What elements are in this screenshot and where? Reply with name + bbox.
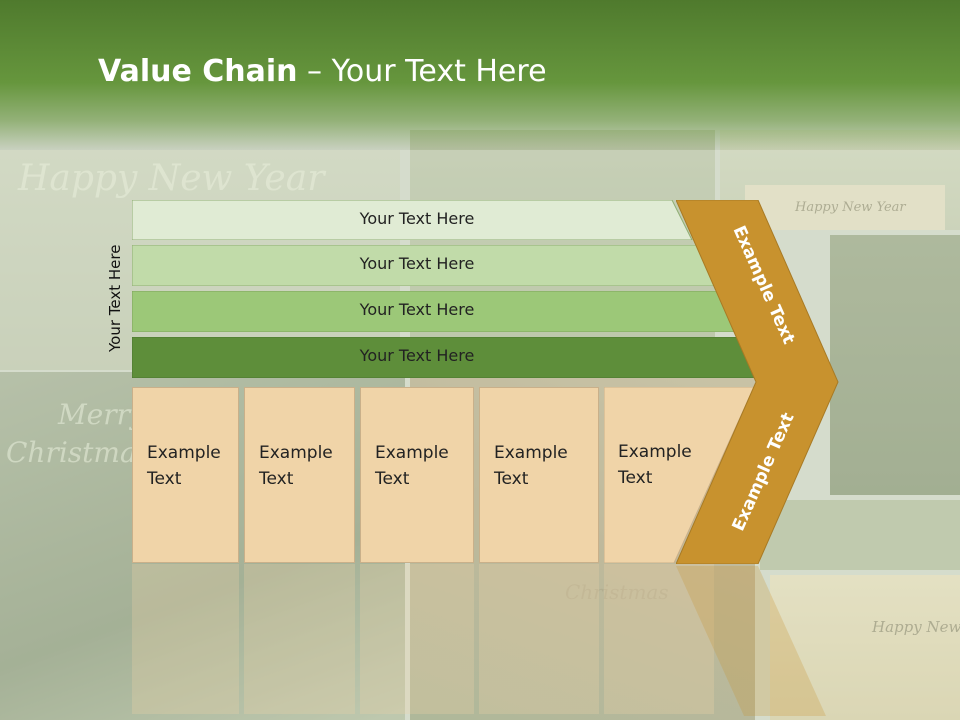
example-box-3: Example Text (360, 387, 474, 563)
bg-script-text: Happy New Year (795, 200, 906, 215)
bar-label: Your Text Here (359, 346, 475, 365)
box-label: Example Text (259, 443, 333, 489)
bg-panel (745, 185, 945, 230)
bar-label: Your Text Here (359, 254, 475, 273)
bar-shape (132, 337, 765, 378)
bg-panel (760, 500, 960, 570)
bg-script-text: Happy New (872, 618, 960, 636)
chevron-reflection (676, 566, 826, 716)
bg-script-text: Christmas (6, 436, 152, 469)
example-box-1: Example Text (132, 387, 239, 563)
bar-label: Your Text Here (359, 300, 475, 319)
header-band (0, 0, 960, 150)
bar-shape (132, 200, 693, 240)
bar-label: Your Text Here (359, 209, 475, 228)
box-label: Example Text (494, 443, 568, 489)
slide-title: Value Chain – Your Text Here (98, 54, 547, 89)
example-box-4: Example Text (479, 387, 599, 563)
box-label: Example Text (147, 443, 221, 489)
example-box-5: Example Text (604, 387, 754, 563)
bg-script-text: Christmas (565, 580, 669, 604)
title-bold: Value Chain (98, 54, 298, 89)
bg-panel (770, 575, 960, 720)
chevron-arrow (676, 200, 839, 564)
title-rest: – Your Text Here (297, 54, 547, 89)
box-label: Example Text (618, 442, 692, 488)
bg-script-text: Happy New Year (18, 158, 325, 199)
bg-panel (830, 235, 960, 495)
boxes-reflection (132, 564, 754, 714)
example-box-2: Example Text (244, 387, 355, 563)
box-label: Example Text (375, 443, 449, 489)
bg-script-text: Merry (58, 398, 146, 431)
side-label: Your Text Here (106, 244, 124, 352)
box-shape (604, 387, 754, 563)
bar-shape (132, 291, 741, 332)
bar-shape (132, 245, 719, 286)
